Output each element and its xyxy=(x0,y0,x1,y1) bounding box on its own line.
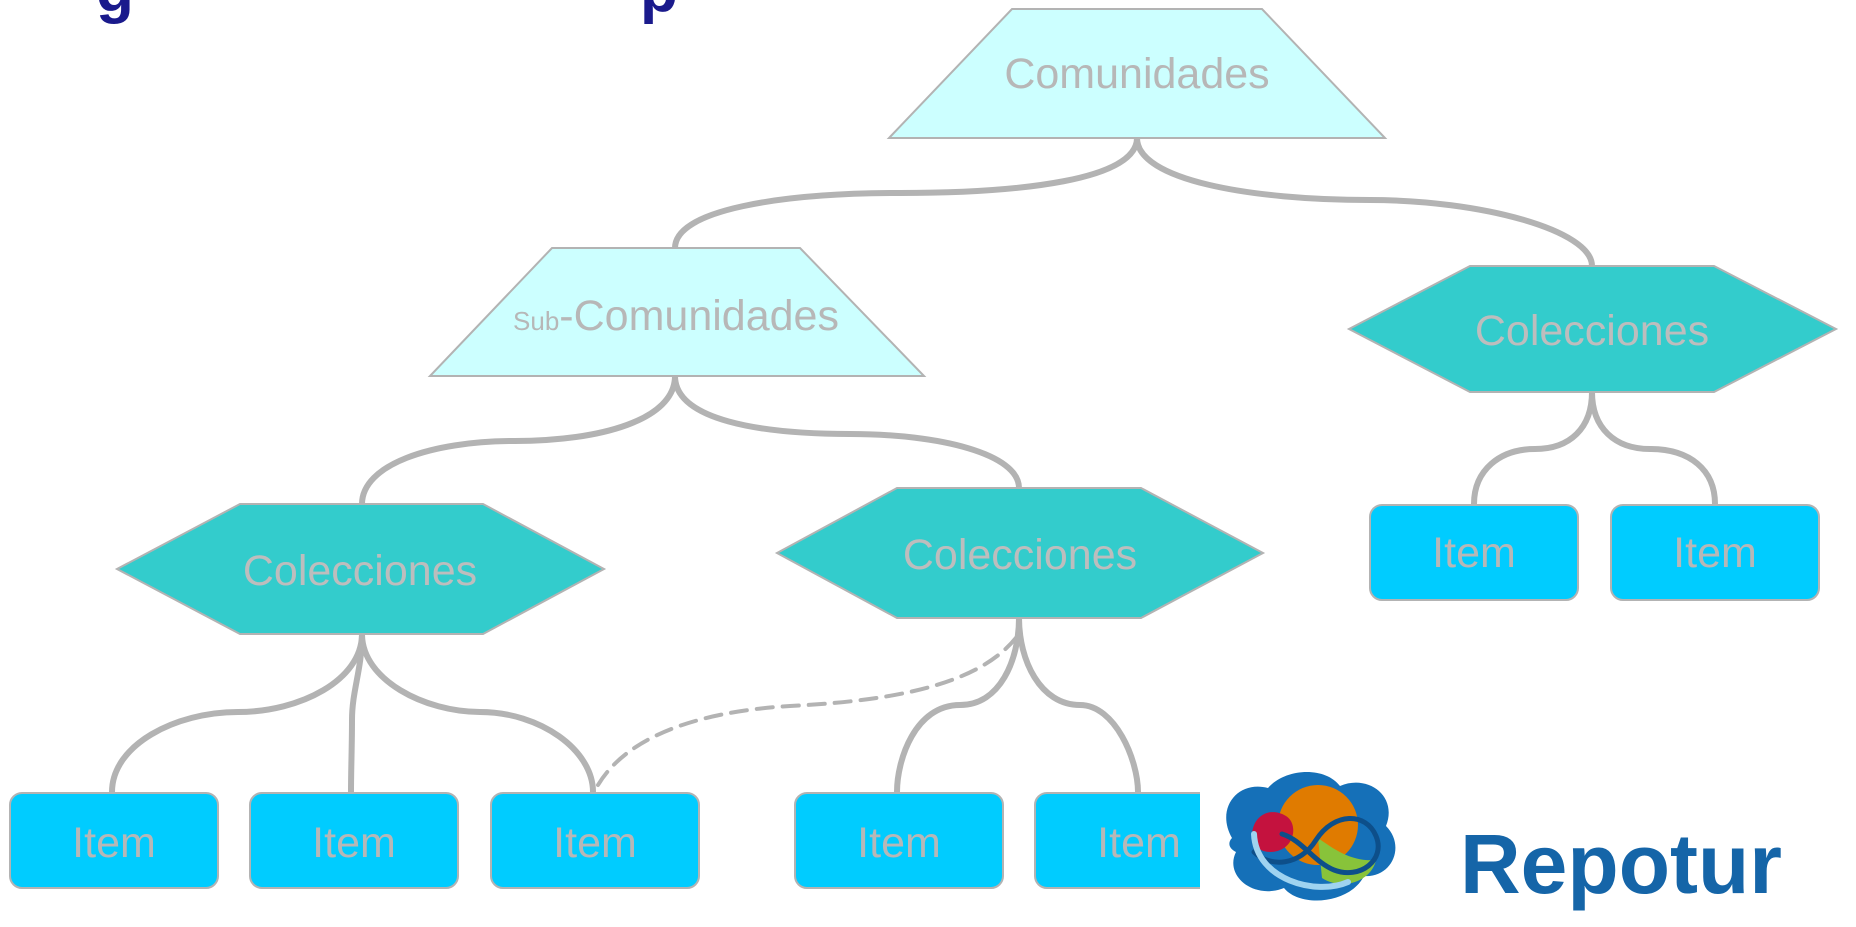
connector-sub-colmiddle xyxy=(672,373,1022,491)
logo-text: Repotur xyxy=(1460,817,1782,911)
repotur-logo: Repotur xyxy=(1200,770,1856,927)
item-node-6-shape xyxy=(1369,504,1579,601)
item-label-6: Item xyxy=(1432,529,1516,577)
logo-emblem-icon xyxy=(1226,771,1396,901)
item-node-3-shape xyxy=(490,792,700,889)
connector-colright-item7 xyxy=(1589,389,1718,507)
connector-colmiddle-item4 xyxy=(894,615,1022,795)
connector-dashed-item3-colmiddle xyxy=(596,632,1021,787)
connector-colleft-item3 xyxy=(359,631,596,795)
collection-label-middle: Colecciones xyxy=(903,531,1137,579)
item-label-1: Item xyxy=(72,819,156,867)
connector-sub-colleft xyxy=(359,373,678,507)
collection-node-left-shape xyxy=(114,503,607,635)
item-label-2: Item xyxy=(312,819,396,867)
subcommunity-label: Sub-Comunidades xyxy=(513,292,839,340)
item-label-3: Item xyxy=(553,819,637,867)
collection-label-right: Colecciones xyxy=(1475,307,1709,355)
item-node-2-shape xyxy=(249,792,459,889)
title-fragment-right: p xyxy=(640,0,678,22)
subcommunity-prefix: Sub xyxy=(513,306,559,336)
connector-root-colright xyxy=(1134,135,1595,269)
item-node-1-shape xyxy=(9,792,219,889)
community-label: Comunidades xyxy=(1004,50,1269,98)
item-node-7-shape xyxy=(1610,504,1820,601)
item-label-4: Item xyxy=(857,819,941,867)
collection-node-middle-shape xyxy=(774,487,1266,619)
item-label-7: Item xyxy=(1673,529,1757,577)
connector-colleft-item2 xyxy=(348,631,365,795)
connector-colmiddle-item5 xyxy=(1016,615,1141,795)
item-node-4-shape xyxy=(794,792,1004,889)
collection-node-right-shape xyxy=(1346,265,1839,393)
subcommunity-node-shape xyxy=(427,247,927,377)
subcommunity-main: -Comunidades xyxy=(559,292,839,340)
connectors xyxy=(109,135,1718,795)
item-label-5: Item xyxy=(1097,819,1181,867)
collection-label-left: Colecciones xyxy=(243,547,477,595)
connector-colright-item6 xyxy=(1471,389,1595,507)
community-node-shape xyxy=(886,8,1388,139)
connector-root-sub xyxy=(672,135,1140,251)
connector-colleft-item1 xyxy=(109,631,365,795)
title-fragment-left: g xyxy=(96,0,134,22)
